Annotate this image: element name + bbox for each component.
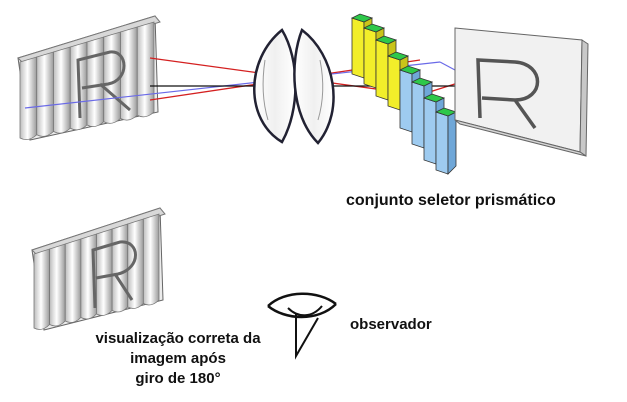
panel-ridge bbox=[53, 46, 71, 134]
letter-r-inverted bbox=[76, 50, 131, 119]
panel-ridge bbox=[49, 243, 66, 327]
lens-left bbox=[253, 28, 297, 144]
prism-block bbox=[351, 17, 365, 79]
correct-view-line1: visualização correta da bbox=[95, 330, 261, 347]
prism-block bbox=[399, 69, 413, 133]
panel-ridge bbox=[96, 228, 113, 316]
panel-ridge bbox=[142, 213, 160, 306]
prism-block-top bbox=[350, 13, 374, 23]
lens-pair bbox=[253, 28, 335, 145]
prism-block bbox=[375, 39, 389, 101]
image-panel-right bbox=[454, 27, 589, 157]
panel-ridge bbox=[33, 248, 51, 330]
object-panel-left bbox=[17, 15, 161, 141]
correct-view-line2: imagem após bbox=[130, 350, 226, 367]
observer-label: observador bbox=[350, 316, 432, 333]
prism-block-side bbox=[447, 111, 457, 175]
panel-ridge bbox=[19, 56, 38, 140]
prism-block-top bbox=[422, 93, 446, 103]
prism-block-top bbox=[410, 77, 434, 87]
prism-block bbox=[423, 97, 437, 165]
prism-block-top bbox=[362, 23, 386, 33]
prism-block-top bbox=[374, 35, 398, 45]
correct-view-line3: giro de 180° bbox=[135, 370, 221, 387]
prism-set bbox=[350, 13, 458, 175]
lens-right bbox=[293, 28, 335, 145]
letter-r-projected bbox=[476, 58, 540, 130]
panel-ridge bbox=[36, 51, 54, 137]
prism-block bbox=[435, 111, 449, 175]
prism-block bbox=[387, 55, 401, 111]
panel-ridge bbox=[136, 21, 155, 118]
panel-ridge bbox=[64, 238, 82, 323]
prism-set-label: conjunto seletor prismático bbox=[346, 192, 556, 209]
prism-block-top bbox=[386, 51, 410, 61]
panel-ridge bbox=[111, 223, 129, 313]
prism-block-top bbox=[398, 65, 422, 75]
observer-eye-icon bbox=[267, 292, 337, 360]
letter-r-correct bbox=[91, 240, 137, 309]
prism-block bbox=[363, 27, 377, 89]
prism-block bbox=[411, 81, 425, 149]
corrected-image-panel bbox=[31, 207, 166, 331]
panel-ridge bbox=[86, 36, 105, 127]
